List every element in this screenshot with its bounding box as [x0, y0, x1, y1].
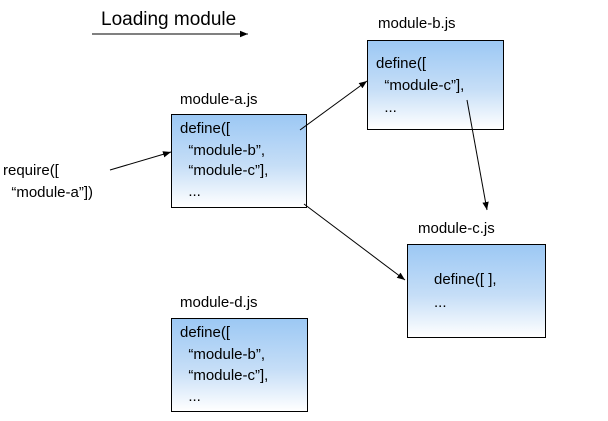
module-b-line-2: “module-c”], — [376, 77, 465, 94]
edge-module-a-to-module-b — [299, 80, 368, 131]
module-c-box: define([ ], ... — [407, 244, 546, 338]
module-b-box: define([ “module-c”], ... — [367, 40, 504, 130]
module-a-line-1: define([ — [180, 120, 231, 137]
module-d-line-3: “module-c”], — [180, 367, 269, 384]
module-d-label: module-d.js — [180, 294, 258, 311]
module-a-line-2: “module-b”, — [180, 142, 266, 159]
module-d-box: define([ “module-b”, “module-c”], ... — [171, 318, 308, 412]
module-b-line-1: define([ — [376, 55, 427, 72]
module-a-label: module-a.js — [180, 91, 258, 108]
diagram-title: Loading module — [101, 9, 237, 30]
module-d-line-4: ... — [180, 388, 201, 405]
edge-require-to-module-a — [109, 151, 172, 171]
module-d-line-1: define([ — [180, 324, 231, 341]
module-c-line-2: ... — [434, 294, 447, 311]
require-call-line-1: require([ — [3, 162, 59, 179]
module-a-box: define([ “module-b”, “module-c”], ... — [171, 114, 307, 208]
module-d-line-2: “module-b”, — [180, 346, 266, 363]
module-c-line-1: define([ ], — [434, 271, 497, 288]
module-a-line-4: ... — [180, 183, 201, 200]
module-b-line-3: ... — [376, 99, 397, 116]
module-b-label: module-b.js — [378, 15, 456, 32]
require-call-line-2: “module-a”]) — [3, 184, 94, 201]
edge-module-a-to-module-c — [303, 203, 406, 281]
edge-module-b-to-module-c — [466, 99, 489, 211]
module-c-label: module-c.js — [418, 220, 495, 237]
module-a-line-3: “module-c”], — [180, 162, 269, 179]
